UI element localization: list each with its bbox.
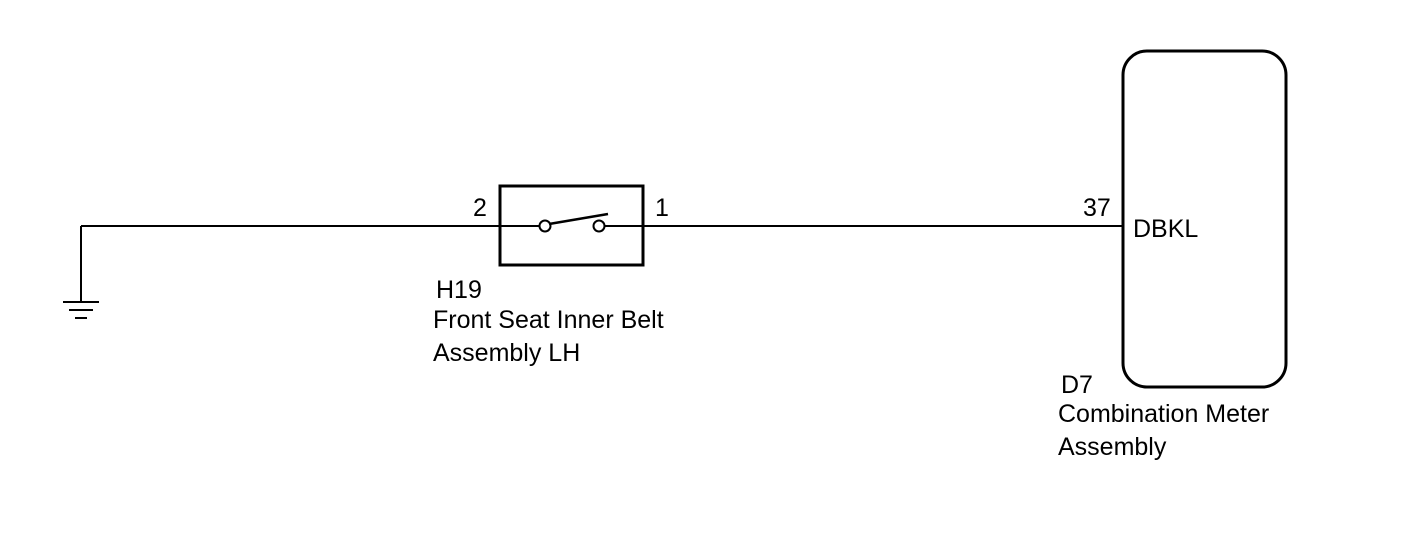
meter-pin-label: 37 xyxy=(1083,194,1111,222)
meter-name-line2: Assembly xyxy=(1058,433,1167,461)
meter-name-line1: Combination Meter xyxy=(1058,400,1269,428)
switch-blade xyxy=(548,212,609,226)
meter-code-label: D7 xyxy=(1061,371,1093,399)
switch-component xyxy=(498,184,645,267)
meter-box xyxy=(1121,49,1288,389)
switch-pin-right-label: 1 xyxy=(655,194,669,222)
switch-contact-left xyxy=(538,219,552,233)
switch-contact-right xyxy=(592,219,606,233)
switch-pin-left-label: 2 xyxy=(473,194,487,222)
ground-icon xyxy=(63,226,99,319)
switch-name-line2: Assembly LH xyxy=(433,339,580,367)
meter-terminal-label: DBKL xyxy=(1133,215,1198,243)
switch-code-label: H19 xyxy=(436,276,482,304)
switch-name-line1: Front Seat Inner Belt xyxy=(433,306,664,334)
